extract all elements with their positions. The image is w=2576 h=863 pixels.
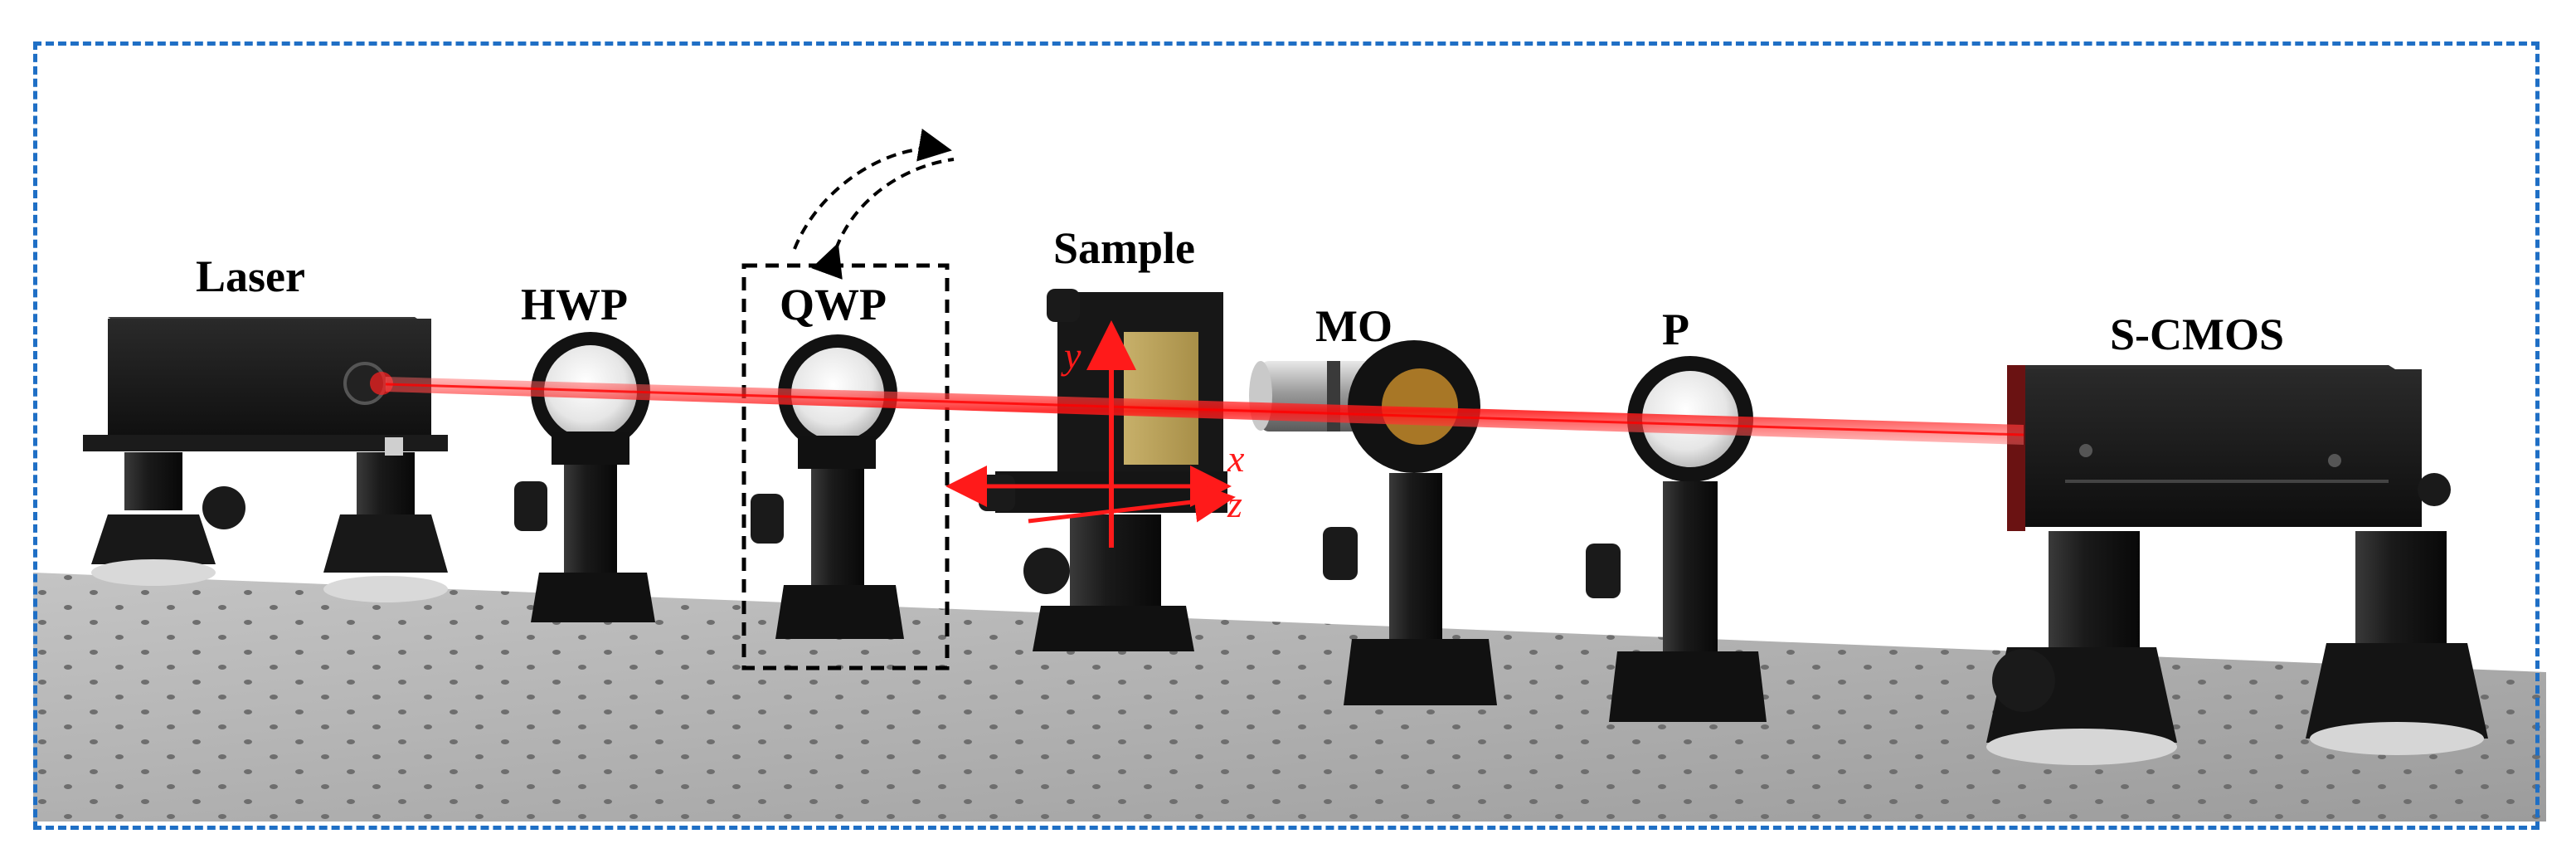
label-hwp: HWP [521,280,628,329]
outer-dashed-frame [33,41,2540,830]
axis-label-x: x [1227,437,1245,480]
label-mo: MO [1315,301,1392,351]
half-wave-plate-mount [514,332,655,622]
label-p: P [1662,305,1689,354]
sample-mount [979,289,1227,651]
laser-unit [83,317,448,602]
laser-beam [385,377,2024,445]
sample-axes [945,320,1236,548]
label-laser: Laser [196,251,305,301]
optical-table [33,573,2546,822]
rotation-arrows [793,129,955,280]
label-qwp: QWP [780,280,887,329]
axis-label-y: y [1064,334,1081,377]
label-scmos: S-CMOS [2110,310,2285,359]
scmos-camera [1986,365,2488,765]
label-sample: Sample [1053,223,1196,273]
quarter-wave-plate-mount [751,334,904,639]
axis-label-z: z [1227,483,1242,525]
